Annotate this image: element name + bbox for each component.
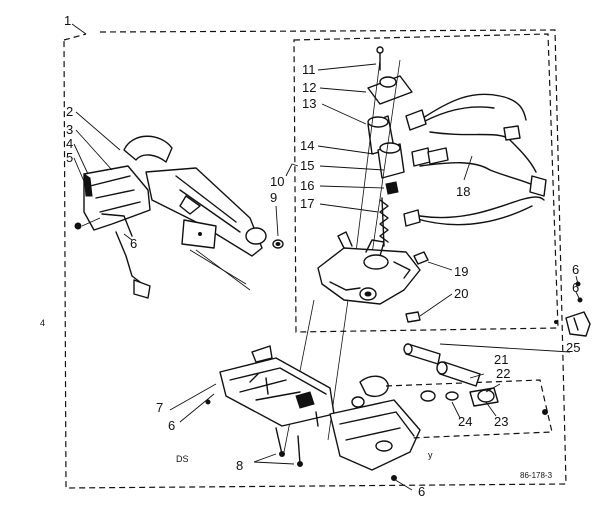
callout-19: 19	[454, 264, 468, 279]
callout-6-left: 6	[130, 236, 137, 251]
callout-17: 17	[300, 196, 314, 211]
callout-16: 16	[300, 178, 314, 193]
callout-6-bottom: 6	[418, 484, 425, 499]
assembly-boundary	[63, 23, 567, 489]
callout-2: 2	[66, 104, 73, 119]
grommet	[272, 239, 284, 249]
valve-screws	[405, 251, 453, 323]
callout-13: 13	[302, 96, 316, 111]
callout-25: 25	[566, 340, 580, 355]
callout-6-lower: 6	[168, 418, 175, 433]
hose-pieces	[403, 343, 571, 387]
margin-mark: 4	[40, 318, 45, 328]
tick-mark: y	[428, 450, 433, 460]
callout-14: 14	[300, 138, 314, 153]
ds-label: DS	[176, 454, 189, 464]
valve-stack	[367, 46, 413, 247]
callout-labels: 1 2 3 4 5 6 7 8 9 10 11 12 13 14 15 16 1…	[40, 13, 580, 499]
fastener-dots	[205, 320, 558, 481]
callout-22: 22	[496, 366, 510, 381]
handle-assembly	[123, 135, 267, 257]
callout-leaders	[73, 63, 581, 491]
callout-15: 15	[300, 158, 314, 173]
callout-20: 20	[454, 286, 468, 301]
callout-9: 9	[270, 190, 277, 205]
callout-3: 3	[66, 122, 73, 137]
callout-24: 24	[458, 414, 472, 429]
callout-8: 8	[236, 458, 243, 473]
callout-1: 1	[64, 13, 71, 28]
ref-code: 86-178-3	[520, 471, 553, 480]
callout-10: 10	[270, 174, 284, 189]
callout-6-right-a: 6	[572, 262, 579, 277]
fitting-box	[385, 379, 553, 439]
callout-5: 5	[66, 150, 73, 165]
callout-23: 23	[494, 414, 508, 429]
valve-body	[317, 231, 421, 305]
callout-18: 18	[456, 184, 470, 199]
callout-11: 11	[302, 62, 316, 77]
lower-bracket	[219, 345, 421, 471]
callout-6-right-b: 6	[572, 280, 579, 295]
left-bracket	[74, 165, 151, 299]
callout-21: 21	[494, 352, 508, 367]
wiring-harness	[403, 93, 547, 227]
callout-7: 7	[156, 400, 163, 415]
callout-4: 4	[66, 136, 73, 151]
mounting-plate	[181, 219, 247, 285]
callout-12: 12	[302, 80, 316, 95]
